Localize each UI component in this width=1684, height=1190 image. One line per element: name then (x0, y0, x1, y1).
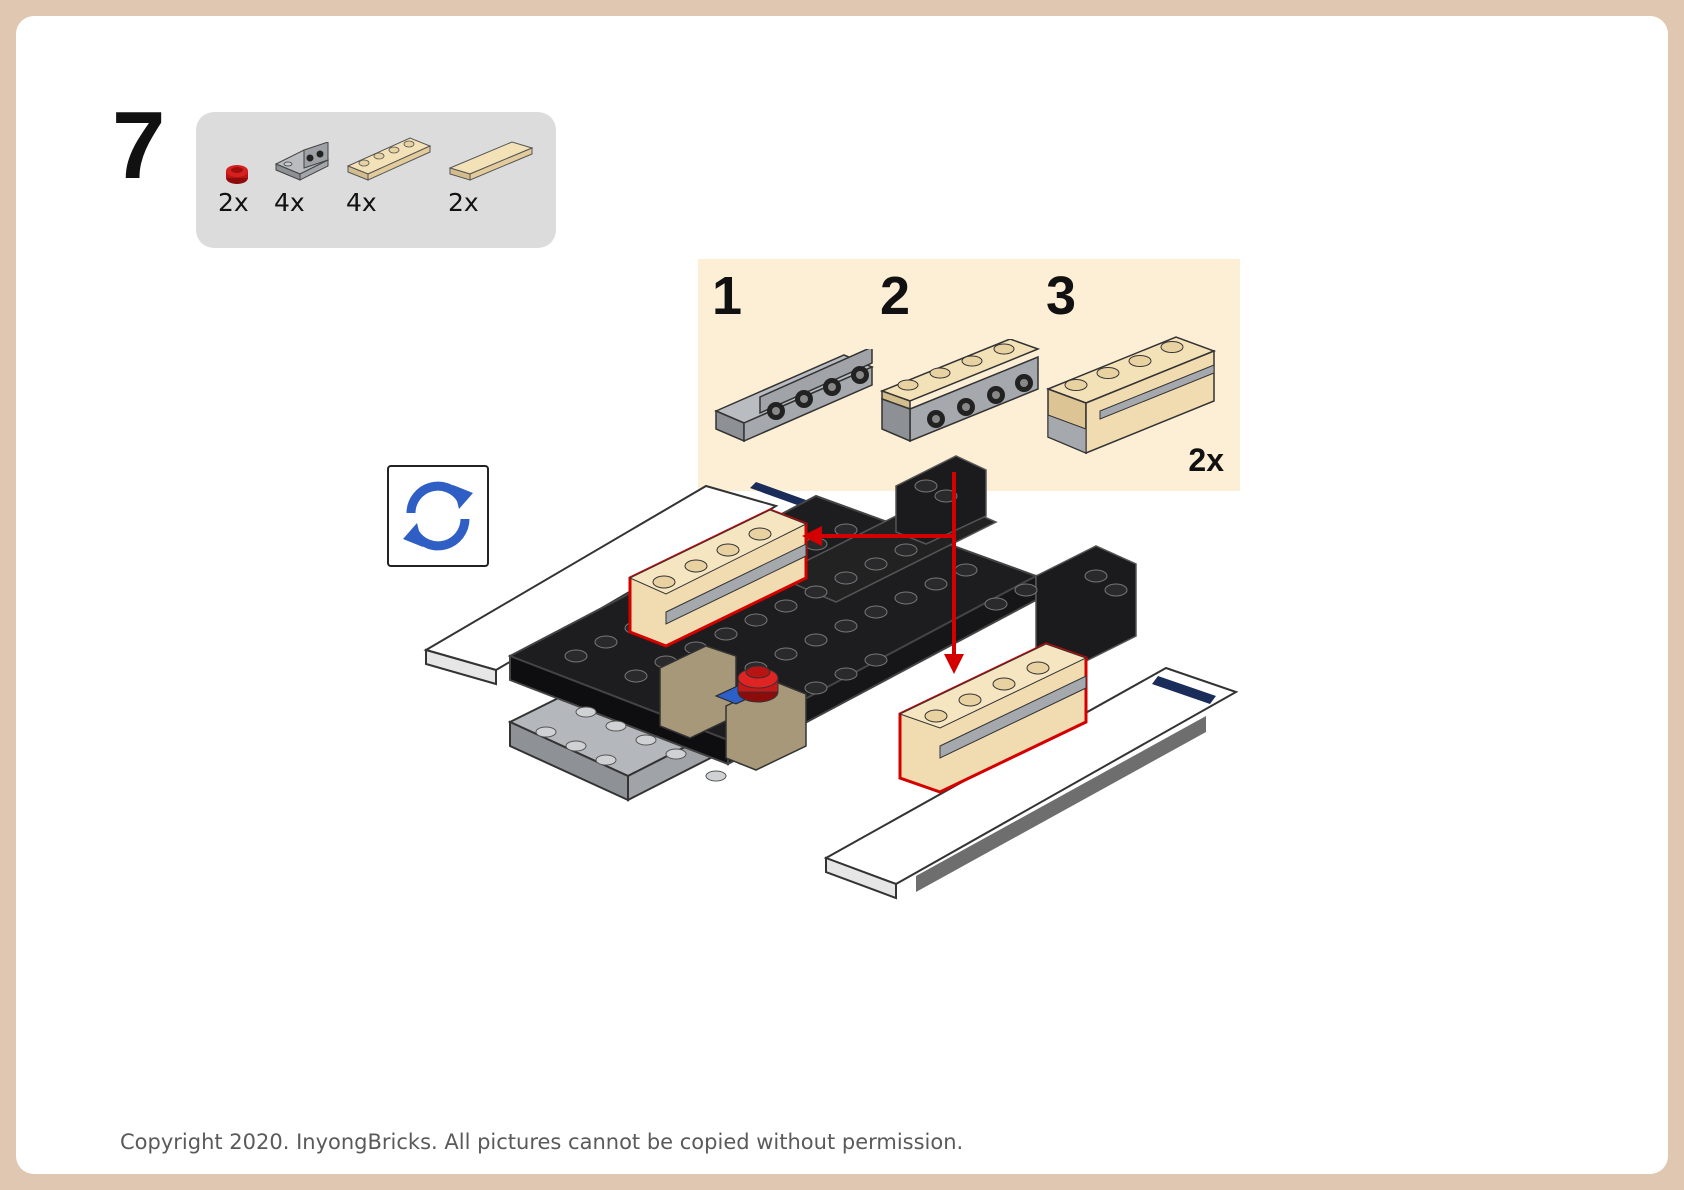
model-illustration (16, 16, 1668, 1116)
instruction-page: 7 2x 4x 4x (16, 16, 1668, 1174)
copyright-notice: Copyright 2020. InyongBricks. All pictur… (120, 1130, 963, 1154)
